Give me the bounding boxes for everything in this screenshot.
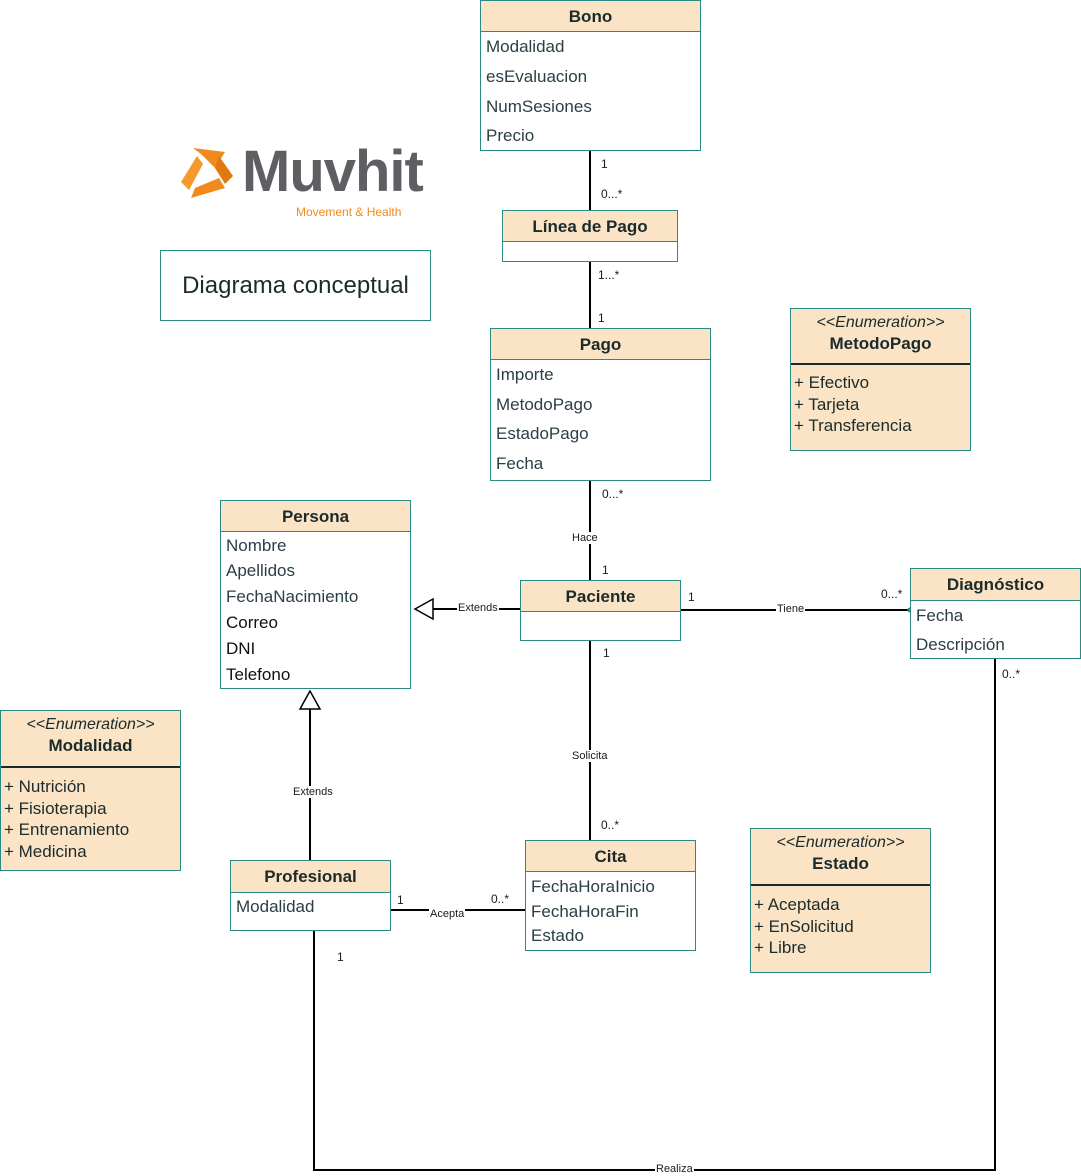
attribute: Importe (496, 365, 554, 384)
class-pago[interactable]: Pago Importe MetodoPago EstadoPago Fecha (490, 328, 711, 481)
enum-literal: + Medicina (4, 841, 87, 861)
enum-stereotype: <<Enumeration>> (776, 834, 905, 851)
enum-stereotype: <<Enumeration>> (26, 716, 155, 733)
association-label: Extends (457, 602, 499, 614)
attribute: Correo (226, 613, 278, 632)
muvhit-logo: Muvhit Movement & Health (175, 139, 424, 224)
multiplicity: 1 (337, 950, 344, 964)
enum-literal: + EnSolicitud (754, 916, 854, 936)
attribute: Fecha (496, 454, 544, 473)
enum-divider (1, 766, 180, 768)
attribute: FechaHoraInicio (531, 877, 655, 896)
multiplicity: 0...* (881, 587, 903, 601)
enum-modalidad[interactable]: <<Enumeration>> Modalidad + Nutrición + … (0, 710, 181, 871)
diagram-title-note: Diagrama conceptual (160, 250, 431, 321)
class-diagnostico[interactable]: Diagnóstico Fecha Descripción (910, 568, 1081, 659)
enum-divider (751, 884, 930, 886)
attribute: Telefono (226, 665, 291, 684)
enum-divider (791, 363, 970, 365)
association-label: Extends (292, 786, 334, 798)
attribute: esEvaluacion (486, 67, 588, 86)
enum-literal: + Transferencia (794, 416, 912, 435)
attribute: Apellidos (226, 561, 295, 580)
muvhit-emblem-icon (181, 148, 233, 198)
multiplicity: 1 (601, 157, 608, 171)
enum-literal: + Libre (754, 938, 807, 957)
association-label: Acepta (429, 908, 466, 920)
multiplicity: 0..* (491, 892, 510, 906)
multiplicity: 0...* (602, 487, 624, 501)
multiplicity: 0..* (601, 818, 620, 832)
enum-name: Estado (812, 854, 869, 873)
attribute: Fecha (916, 606, 964, 625)
multiplicity: 1 (688, 590, 695, 604)
enum-stereotype: <<Enumeration>> (816, 314, 945, 331)
class-name: Diagnóstico (911, 569, 1080, 601)
attribute: MetodoPago (496, 395, 593, 414)
class-linea-de-pago[interactable]: Línea de Pago (502, 210, 678, 262)
enum-estado[interactable]: <<Enumeration>> Estado + Aceptada + EnSo… (750, 828, 931, 973)
class-name: Paciente (521, 581, 680, 612)
generalization-arrow-paciente (413, 597, 434, 621)
class-name: Línea de Pago (503, 211, 677, 242)
class-name: Bono (481, 1, 700, 32)
attribute: Precio (486, 126, 535, 145)
logo-wordmark: Muvhit (242, 139, 424, 204)
attribute: DNI (226, 639, 256, 658)
generalization-arrow-profesional (298, 689, 322, 710)
multiplicity: 0...* (601, 187, 623, 201)
class-name: Persona (221, 501, 410, 532)
attribute: Modalidad (486, 37, 565, 56)
enum-name: MetodoPago (829, 334, 932, 353)
enum-metodo-pago[interactable]: <<Enumeration>> MetodoPago + Efectivo + … (790, 308, 971, 451)
class-profesional[interactable]: Profesional Modalidad (230, 860, 391, 931)
enum-literal: + Efectivo (794, 373, 870, 392)
class-bono[interactable]: Bono Modalidad esEvaluacion NumSesiones … (480, 0, 701, 151)
enum-literal: + Nutrición (4, 777, 86, 796)
multiplicity: 1 (598, 311, 605, 325)
multiplicity: 1 (397, 893, 404, 907)
class-persona[interactable]: Persona Nombre Apellidos FechaNacimiento… (220, 500, 411, 689)
association-label: Realiza (655, 1163, 694, 1175)
enum-literal: + Tarjeta (794, 394, 860, 414)
enum-literal: + Fisioterapia (4, 798, 107, 818)
association-label: Hace (571, 532, 599, 544)
logo-tagline: Movement & Health (296, 205, 402, 219)
attribute: FechaNacimiento (226, 587, 359, 606)
attribute: Nombre (226, 536, 287, 555)
attribute: Modalidad (236, 897, 315, 916)
association-label: Solicita (571, 750, 609, 762)
enum-literal: + Aceptada (754, 895, 840, 914)
class-name: Pago (491, 329, 710, 360)
attribute: Estado (531, 926, 584, 945)
enum-name: Modalidad (48, 736, 133, 755)
class-cita[interactable]: Cita FechaHoraInicio FechaHoraFin Estado (525, 840, 696, 951)
multiplicity: 1 (602, 563, 609, 577)
edge-profesional-diagnostico (313, 659, 996, 1171)
class-name: Cita (526, 841, 695, 872)
attribute: NumSesiones (486, 97, 592, 116)
multiplicity: 1...* (598, 268, 620, 282)
attribute: FechaHoraFin (531, 902, 639, 921)
multiplicity: 0..* (1002, 667, 1021, 681)
attribute: EstadoPago (496, 424, 589, 443)
class-paciente[interactable]: Paciente (520, 580, 681, 641)
multiplicity: 1 (603, 646, 610, 660)
association-label: Tiene (776, 603, 806, 615)
attribute: Descripción (916, 635, 1005, 654)
class-name: Profesional (231, 861, 390, 893)
enum-literal: + Entrenamiento (4, 820, 130, 839)
